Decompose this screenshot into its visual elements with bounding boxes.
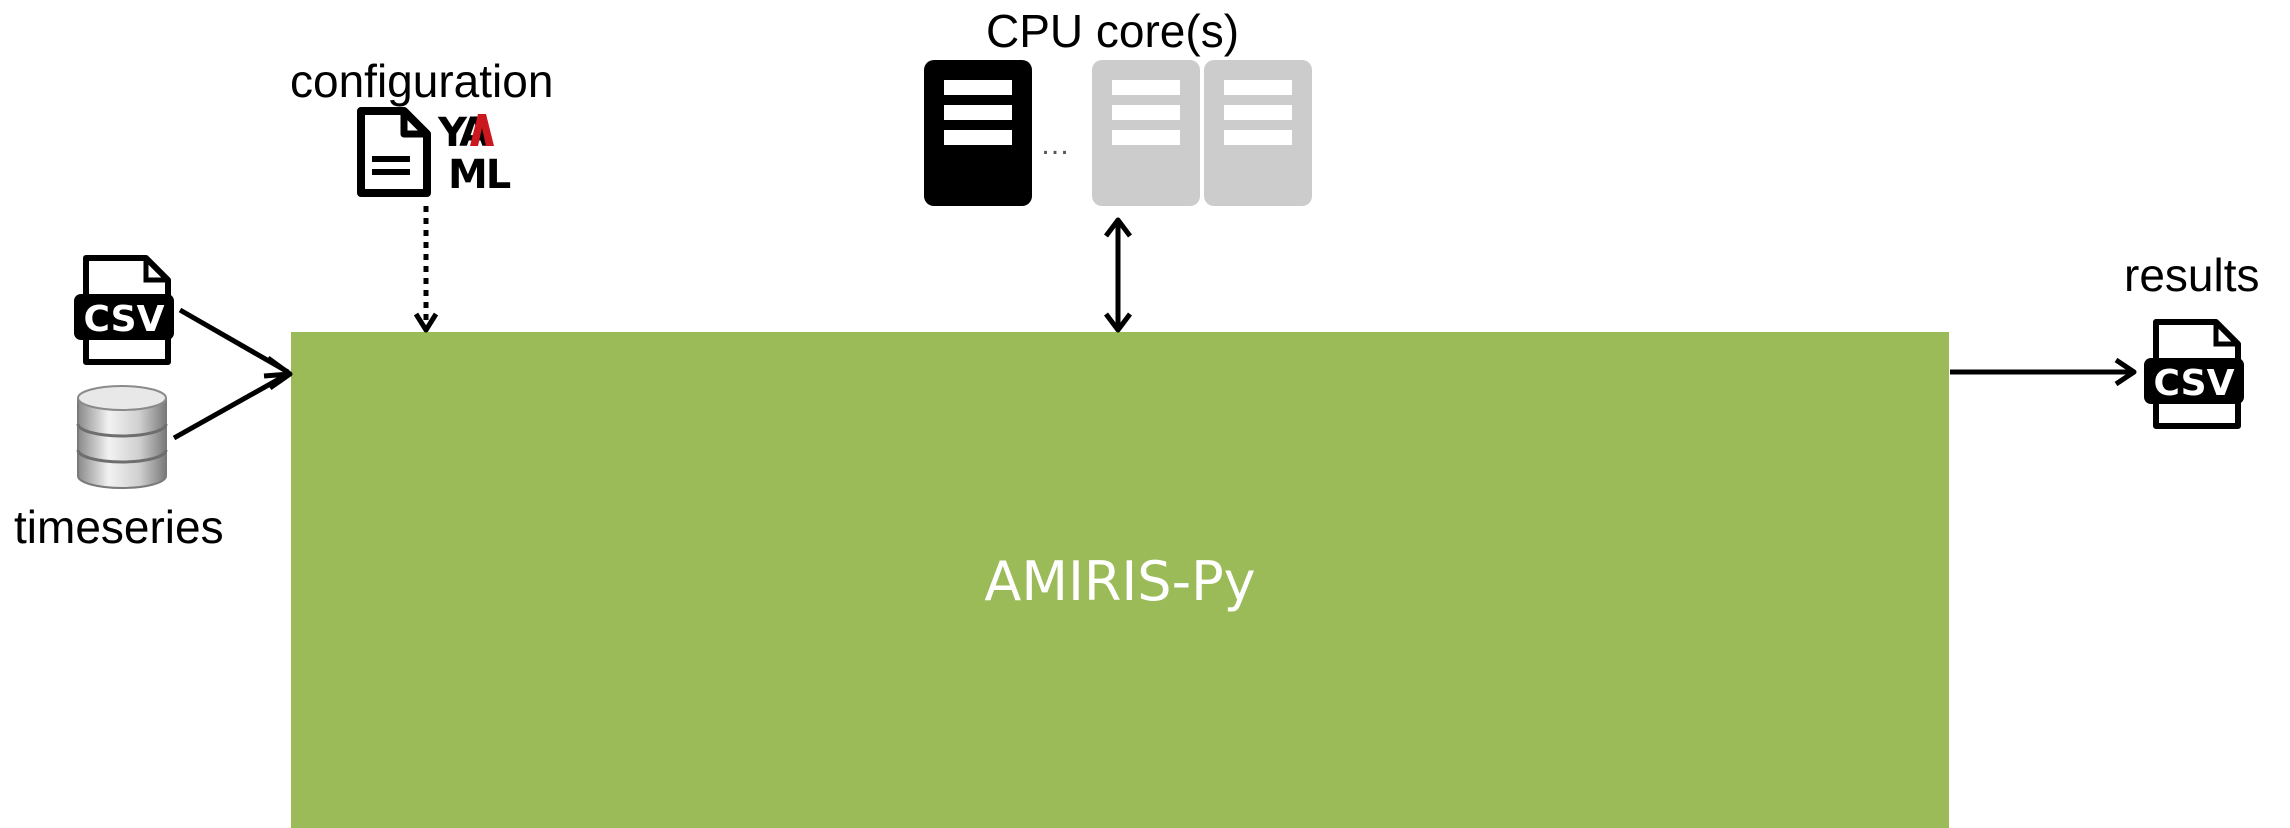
document-icon [357,107,431,197]
amiris-py-label: AMIRIS-Py [984,550,1256,613]
timeseries-label: timeseries [14,501,224,553]
svg-text:CSV: CSV [84,299,165,340]
csv-file-icon: CSV [2144,319,2244,429]
server-icon [924,60,1032,206]
svg-text:ML: ML [448,152,511,198]
yaml-logo: YA ML [437,110,513,198]
svg-text:CSV: CSV [2154,363,2235,404]
amiris-py-box: AMIRIS-Py [291,332,1949,828]
database-icon [76,385,168,489]
csv-file-icon: CSV [74,255,174,365]
server-icon [1092,60,1200,206]
server-icon [1204,60,1312,206]
configuration-label: configuration [290,55,554,107]
ellipsis-label: … [1040,128,1070,161]
results-label: results [2124,249,2260,301]
cpu-cores-label: CPU core(s) [986,5,1240,57]
